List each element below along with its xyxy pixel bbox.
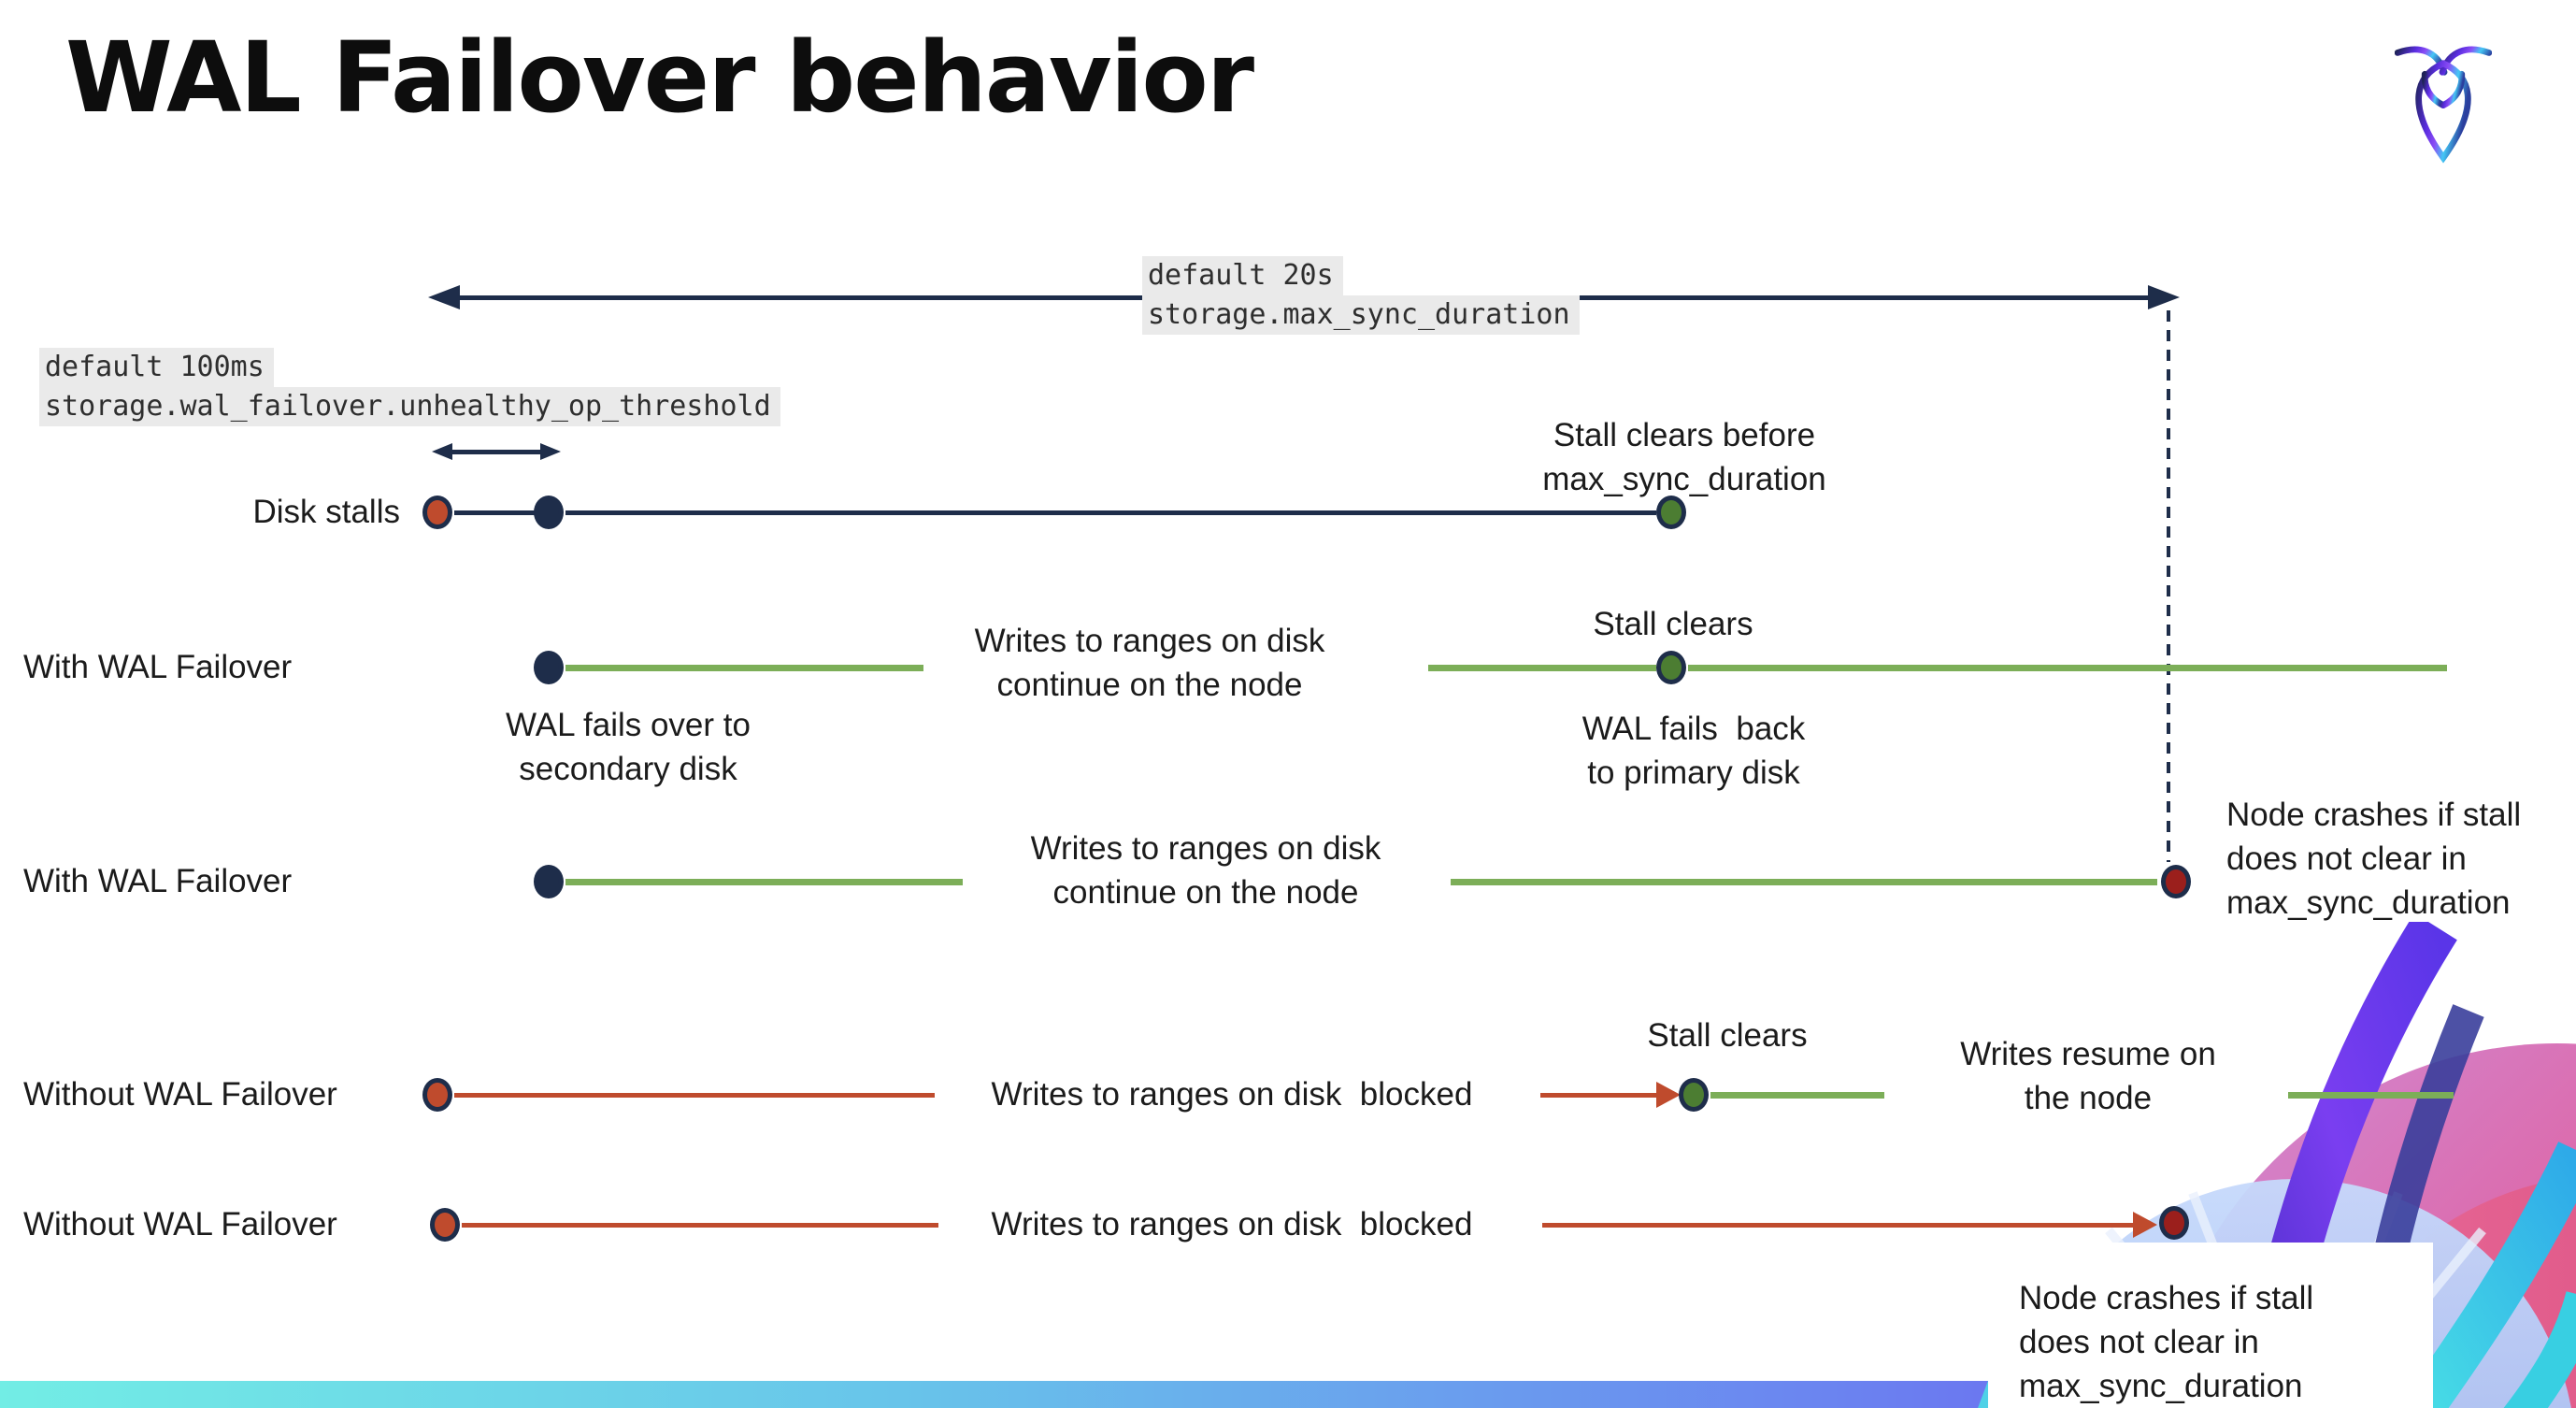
row-label-disk-stalls: Disk stalls — [252, 494, 400, 530]
crash-dot-row3 — [2161, 865, 2191, 898]
stall-start-dot-row5 — [430, 1208, 460, 1242]
row-label-with-wal-failover-2: With WAL Failover — [23, 863, 293, 899]
green-line-row2-c — [1688, 665, 2447, 671]
failover-threshold-dot — [534, 496, 564, 529]
green-line-row2-a — [565, 665, 923, 671]
cockroachdb-logo-icon — [2395, 46, 2492, 164]
page-title: WAL Failover behavior — [65, 21, 1254, 135]
stall-start-dot-row4 — [422, 1078, 452, 1112]
stall-clears-dot-row4 — [1679, 1078, 1709, 1112]
stall-clears-dot-row1 — [1656, 496, 1686, 529]
max-sync-arrowhead-right — [2148, 285, 2180, 309]
max-sync-setting-label: storage.max_sync_duration — [1142, 295, 1580, 335]
threshold-arrowhead-left — [432, 443, 452, 460]
writes-blocked-label-row4: Writes to ranges on disk blocked — [991, 1076, 1473, 1113]
green-line-row3-a — [565, 879, 963, 885]
red-arrowhead-row5 — [2133, 1212, 2157, 1238]
unhealthy-setting-label: storage.wal_failover.unhealthy_op_thresh… — [39, 387, 780, 426]
threshold-arrow-line — [451, 450, 542, 454]
row-label-without-wal-failover-2: Without WAL Failover — [23, 1206, 337, 1243]
unhealthy-default-label: default 100ms — [39, 348, 274, 387]
red-line-row5-a — [462, 1223, 938, 1228]
writes-blocked-label-row5: Writes to ranges on disk blocked — [991, 1206, 1473, 1243]
max-sync-arrowhead-left — [428, 285, 460, 309]
green-line-row4-b — [2288, 1092, 2454, 1099]
threshold-arrowhead-right — [540, 443, 561, 460]
red-line-row4-b — [1540, 1093, 1662, 1098]
green-line-row3-b — [1451, 879, 2157, 885]
disk-stall-line-2 — [565, 510, 1656, 515]
row-label-without-wal-failover-1: Without WAL Failover — [23, 1076, 337, 1113]
red-line-row4-a — [454, 1093, 935, 1098]
red-line-row5-b — [1542, 1223, 2137, 1228]
green-line-row4-a — [1710, 1092, 1884, 1099]
failover-dot-row3 — [534, 865, 564, 898]
green-line-row2-b — [1428, 665, 1656, 671]
red-arrowhead-row4 — [1656, 1082, 1681, 1108]
failover-dot-row2 — [534, 651, 564, 684]
stall-clears-label-row4: Stall clears — [1647, 1017, 1808, 1054]
max-sync-dashed-line — [2167, 310, 2170, 862]
disk-stall-line-1 — [454, 510, 535, 515]
crash-dot-row5 — [2159, 1206, 2189, 1240]
max-sync-default-label: default 20s — [1142, 256, 1343, 295]
stall-clears-label-row2: Stall clears — [1593, 606, 1753, 642]
disk-stall-start-dot — [422, 496, 452, 529]
stall-clears-dot-row2 — [1656, 651, 1686, 684]
row-label-with-wal-failover-1: With WAL Failover — [23, 649, 293, 685]
